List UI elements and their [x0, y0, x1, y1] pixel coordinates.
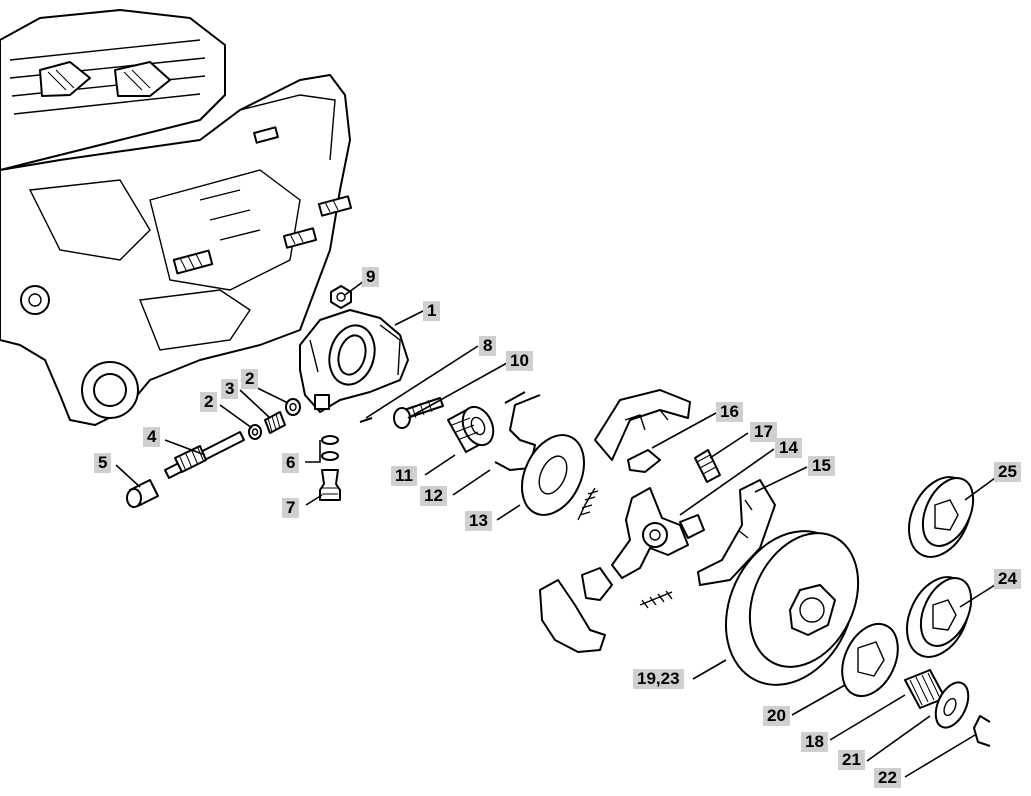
clutch-shoe-lower-left — [539, 567, 613, 653]
part-2-washer-lower — [248, 424, 262, 440]
leader-lines — [115, 280, 996, 778]
part-14-clutch-carrier — [611, 487, 689, 579]
callout-19-23: 19,23 — [633, 669, 684, 689]
part-6-o-rings — [321, 435, 339, 461]
callout-11: 11 — [391, 466, 417, 486]
clutch-spring-coil-left — [577, 487, 599, 521]
part-15-clutch-shoe-right — [679, 479, 776, 586]
callout-10: 10 — [506, 351, 533, 371]
part-8-pin — [359, 417, 373, 423]
clutch-spring-coil-lower — [639, 590, 673, 609]
part-7-valve — [319, 469, 341, 501]
callout-17: 17 — [750, 422, 777, 442]
part-11-worm-gear — [447, 405, 495, 453]
part-13-thrust-washer — [521, 434, 585, 516]
part-2-washer-upper — [285, 398, 301, 416]
engine-housing — [0, 9, 353, 426]
callout-8: 8 — [479, 336, 497, 356]
callout-18: 18 — [801, 732, 828, 752]
callout-5: 5 — [94, 453, 112, 473]
callout-14: 14 — [775, 438, 802, 458]
part-10-screw — [393, 397, 444, 429]
part-12-spring-wire — [494, 391, 541, 471]
part-1-oil-pump — [299, 309, 409, 413]
callout-15: 15 — [808, 456, 835, 476]
callout-21: 21 — [838, 750, 865, 770]
part-5-bushing — [126, 479, 159, 508]
part-19-23-clutch-drum — [724, 530, 860, 686]
part-17-spring — [694, 449, 721, 483]
part-16-clutch-shoe-upper — [594, 389, 691, 461]
callout-7: 7 — [282, 498, 300, 518]
callout-2-lower: 2 — [200, 392, 218, 412]
part-3-spring — [264, 411, 286, 434]
part-24-spur-sprocket — [906, 576, 973, 658]
callout-13: 13 — [465, 511, 492, 531]
part-25-spur-sprocket — [908, 476, 975, 558]
part-9-nut — [330, 285, 352, 309]
part-22-e-clip — [973, 715, 991, 747]
callout-24: 24 — [994, 569, 1021, 589]
callout-25: 25 — [994, 462, 1021, 482]
callout-20: 20 — [763, 706, 790, 726]
part-21-washer — [934, 681, 970, 729]
callout-6: 6 — [282, 453, 300, 473]
callout-9: 9 — [362, 267, 380, 287]
callout-3: 3 — [221, 379, 239, 399]
callout-16: 16 — [716, 402, 743, 422]
callout-22: 22 — [874, 768, 901, 788]
callout-4: 4 — [143, 427, 161, 447]
part-16-spring-retainer — [627, 449, 661, 473]
part-20-rim-sprocket — [841, 622, 899, 698]
callout-1: 1 — [423, 301, 441, 321]
callout-2-upper: 2 — [241, 369, 259, 389]
callout-12: 12 — [420, 486, 447, 506]
